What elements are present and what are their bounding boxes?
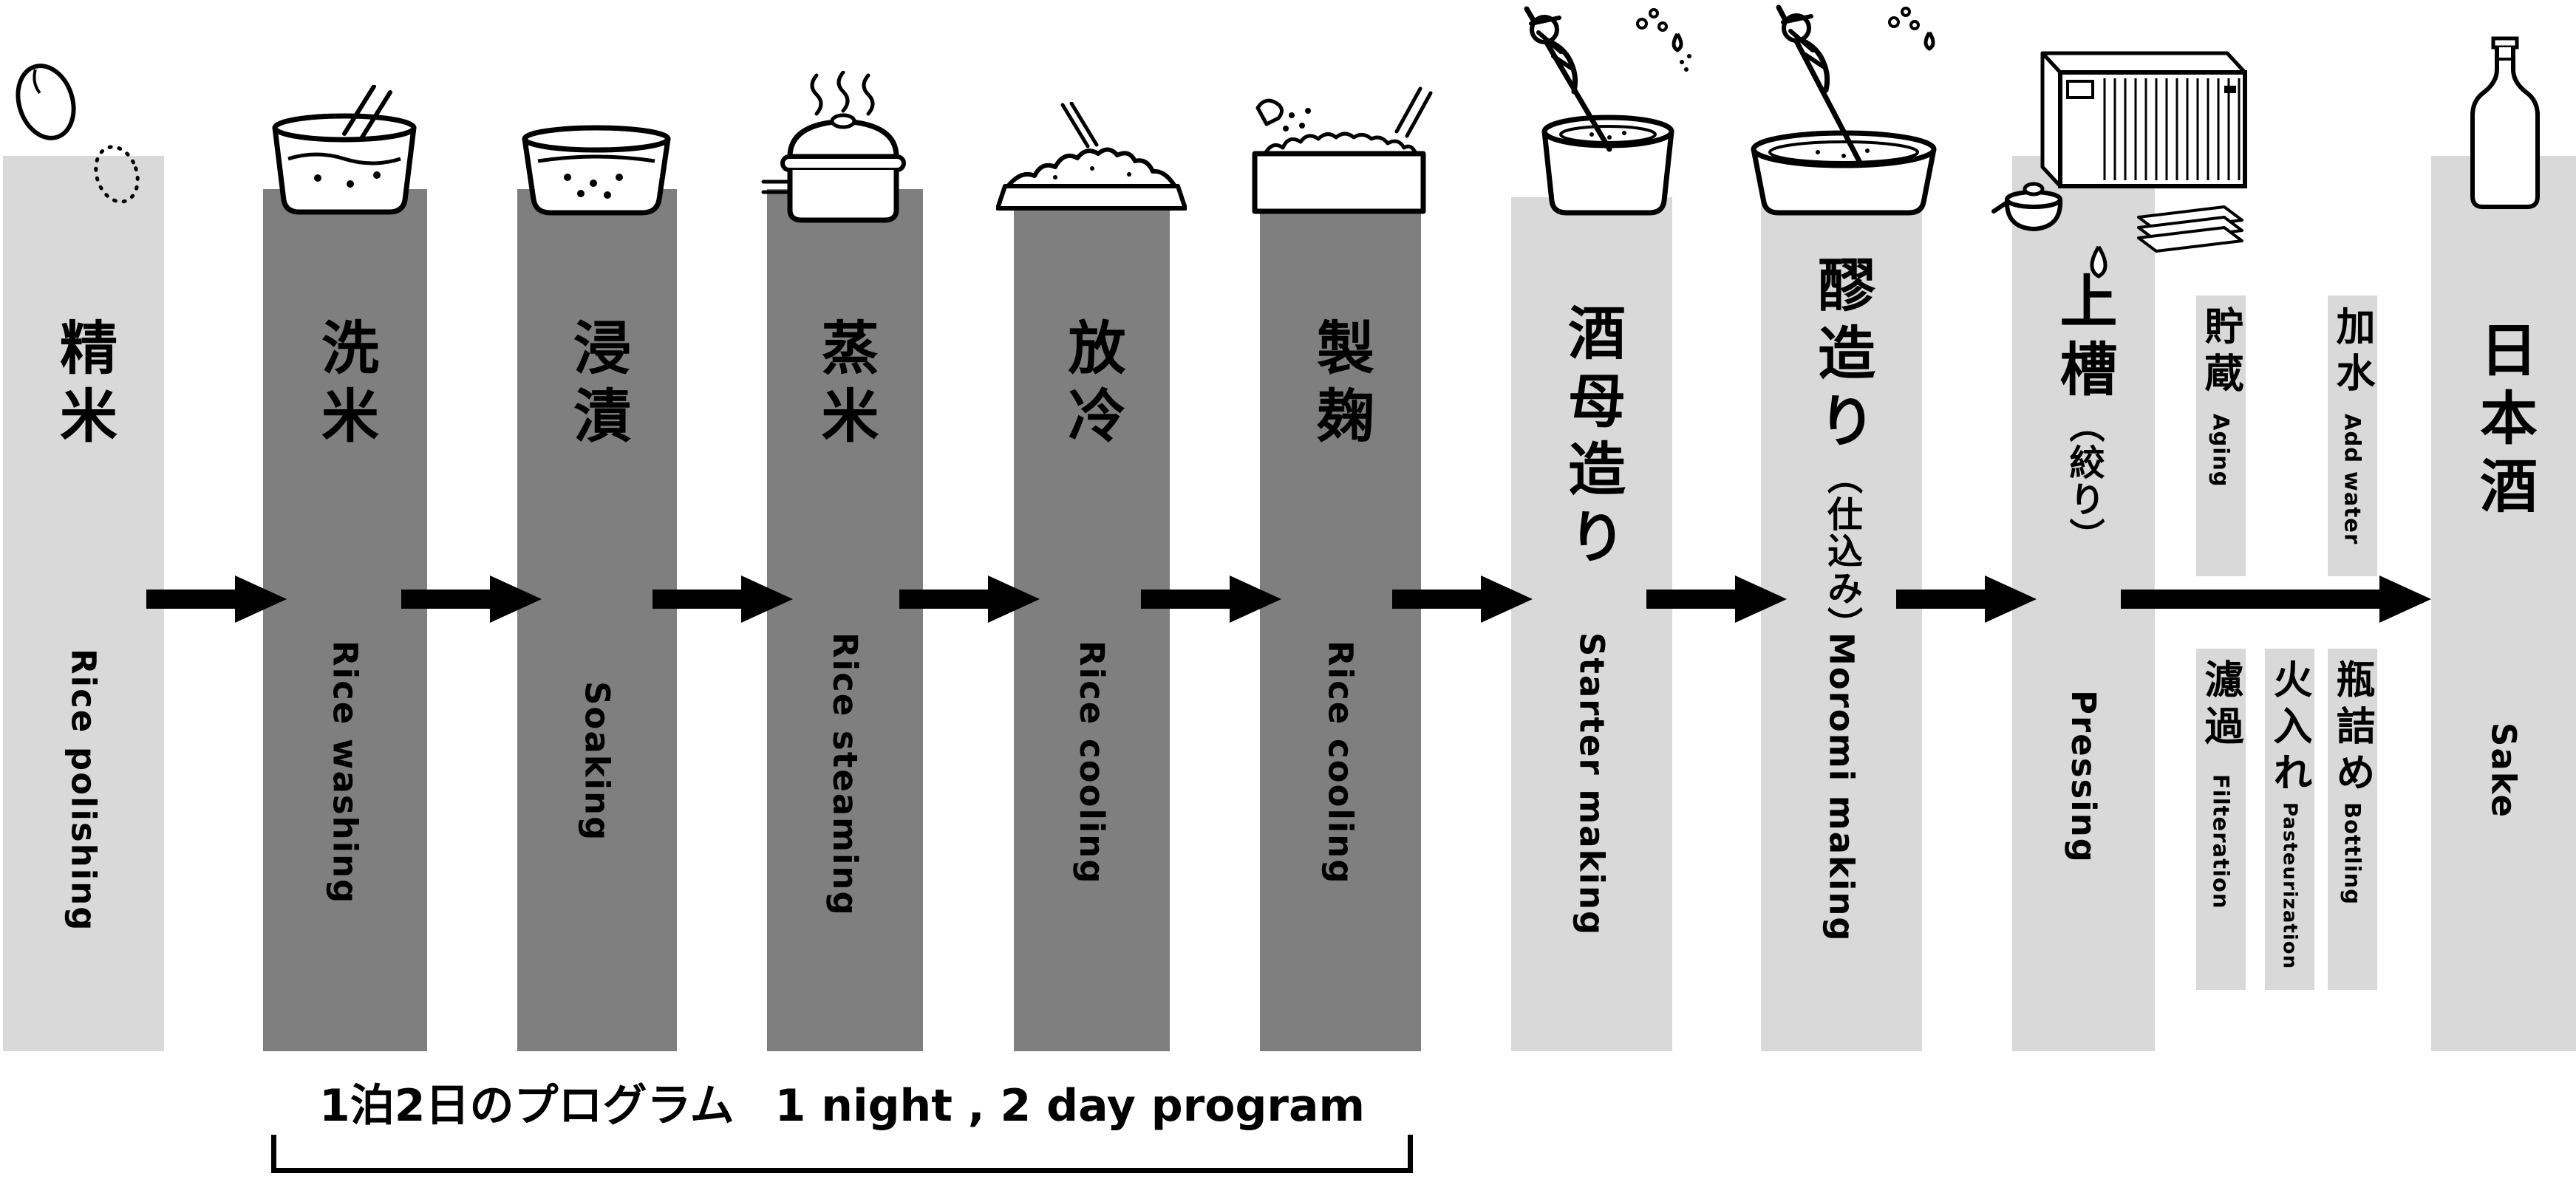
- step-en-label: Rice cooling: [1072, 640, 1111, 885]
- step-en-label: Rice cooling: [1321, 640, 1360, 885]
- substep-en-label: Aging: [2208, 414, 2234, 488]
- subcolumn-filtration: 濾過 Filteration: [2196, 649, 2246, 990]
- substep-jp-label: 濾過: [2198, 659, 2243, 752]
- flow-arrow-2: [401, 575, 542, 623]
- cooling-tray-icon: [996, 102, 1187, 211]
- steamer-pot-icon: [761, 71, 906, 223]
- substep-en-label: Add water: [2340, 414, 2365, 545]
- column-soaking: 浸漬 Soaking: [517, 189, 677, 1051]
- subcolumn-aging: 貯蔵 Aging: [2196, 296, 2246, 576]
- column-rice-washing: 洗米 Rice washing: [263, 189, 427, 1051]
- step-en-label: Soaking: [577, 681, 617, 842]
- subcolumn-bottling: 瓶詰め Bottling: [2328, 649, 2377, 990]
- flow-arrow-5: [1141, 575, 1281, 623]
- step-jp-label: 洗米: [312, 318, 378, 454]
- step-jp-label: 放冷: [1058, 318, 1125, 454]
- step-jp-label: 蒸米: [811, 318, 879, 454]
- column-starter-making: 酒母造り Starter making: [1511, 197, 1672, 1051]
- flow-arrow-8: [1896, 575, 2037, 623]
- substep-en-label: Bottling: [2340, 802, 2365, 906]
- substep-en-label: Filteration: [2208, 774, 2234, 909]
- step-jp-label: 日本酒: [2470, 320, 2537, 524]
- subcolumn-add-water: 加水 Add water: [2328, 296, 2377, 576]
- column-moromi-making: 醪造り（仕込み） Moromi making: [1761, 197, 1922, 1051]
- column-rice-steaming: 蒸米 Rice steaming: [767, 189, 923, 1051]
- flow-arrow-6: [1392, 575, 1533, 623]
- rice-grains-icon: [16, 64, 140, 204]
- flow-arrow-7: [1646, 575, 1787, 623]
- step-en-label: Pressing: [2064, 690, 2103, 864]
- soaking-bowl-icon: [522, 125, 671, 216]
- washing-bowl-icon: [272, 85, 417, 215]
- flow-arrow-4: [899, 575, 1040, 623]
- substep-jp-label: 加水: [2330, 306, 2375, 399]
- substep-en-label: Pasteurization: [2278, 802, 2301, 970]
- step-jp-label: 製麹: [1307, 318, 1374, 454]
- program-caption: 1泊2日のプログラム 1 night , 2 day program: [271, 1070, 1413, 1134]
- substep-jp-label: 火入れ: [2267, 659, 2312, 799]
- step-jp-label: 上槽（絞り）: [2050, 271, 2117, 555]
- moromi-tub-icon: [1751, 4, 1937, 216]
- substep-jp-label: 貯蔵: [2198, 306, 2243, 399]
- step-en-label: Rice steaming: [825, 632, 865, 917]
- step-en-label: Moromi making: [1822, 632, 1861, 943]
- column-rice-cooling: 放冷 Rice cooling: [1014, 189, 1170, 1051]
- subcolumn-pasteurization: 火入れ Pasteurization: [2265, 649, 2314, 990]
- program-caption-jp: 1泊2日のプログラム: [318, 1080, 735, 1132]
- column-koji-making: 製麹 Rice cooling: [1260, 189, 1421, 1051]
- flow-arrow-3: [652, 575, 793, 623]
- sake-bottle-icon: [2470, 36, 2540, 209]
- substep-jp-label: 瓶詰め: [2330, 659, 2375, 799]
- step-en-label: Sake: [2484, 722, 2524, 819]
- flow-arrow-9: [2121, 575, 2431, 623]
- program-bracket: [271, 1135, 1413, 1173]
- press-machine-icon: [1991, 51, 2247, 279]
- step-jp-label: 精米: [50, 318, 117, 454]
- step-jp-label: 浸漬: [564, 318, 630, 454]
- column-sake: 日本酒 Sake: [2431, 156, 2576, 1051]
- step-en-label: Starter making: [1572, 632, 1612, 937]
- step-en-label: Rice polishing: [64, 649, 103, 932]
- koji-box-icon: [1252, 86, 1433, 214]
- step-jp-label: 醪造り（仕込み）: [1808, 255, 1875, 643]
- column-rice-polishing: 精米 Rice polishing: [3, 156, 164, 1051]
- step-en-label: Rice washing: [325, 640, 365, 905]
- starter-tub-icon: [1524, 6, 1691, 216]
- flow-arrow-1: [146, 575, 287, 623]
- step-jp-label: 酒母造り: [1558, 303, 1625, 575]
- program-caption-en: 1 night , 2 day program: [774, 1080, 1366, 1132]
